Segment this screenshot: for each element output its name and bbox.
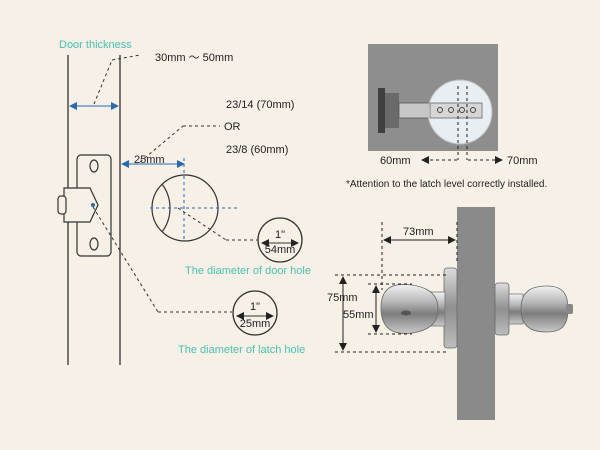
knob-projection-label: 73mm	[403, 226, 434, 238]
latch-hole-leader	[92, 206, 159, 313]
door-hole-inch: 1"	[275, 229, 285, 241]
latch-faceplate-icon	[57, 154, 112, 257]
backset-dimension	[121, 125, 220, 240]
latch-hole-caption: The diameter of latch hole	[178, 344, 305, 356]
rosette-diameter-label: 75mm	[327, 292, 358, 304]
latch-70-label: 70mm	[507, 155, 538, 167]
backset-or-label: OR	[224, 121, 241, 133]
backset-short-label: 23/8 (60mm)	[226, 144, 288, 156]
rosette-dimension	[335, 274, 448, 353]
latch-60-label: 60mm	[380, 155, 411, 167]
door-knob-icon	[380, 267, 573, 349]
attention-note: *Attention to the latch level correctly …	[346, 179, 547, 190]
knob-diameter-label: 55mm	[343, 309, 374, 321]
door-thickness-label: Door thickness	[59, 39, 132, 51]
latch-hole-inch: 1"	[250, 301, 260, 313]
knob-projection-dimension	[381, 222, 458, 290]
door-slab	[457, 207, 495, 420]
backset-long-label: 23/14 (70mm)	[226, 99, 294, 111]
backset-distance-label: 25mm	[134, 154, 165, 166]
latch-photo	[368, 44, 498, 160]
latch-hole-callout: 1" 25mm	[232, 290, 278, 336]
door-thickness-dimension	[69, 54, 141, 110]
door-thickness-range: 30mm 〜 50mm	[155, 52, 233, 64]
door-hole-callout: 1" 54mm	[257, 217, 303, 263]
door-hole-caption: The diameter of door hole	[185, 265, 311, 277]
latch-hole-mm: 25mm	[240, 318, 271, 330]
door-hole-mm: 54mm	[265, 244, 296, 256]
knob-diameter-dimension	[368, 283, 412, 335]
door-hole-circle	[150, 174, 258, 242]
